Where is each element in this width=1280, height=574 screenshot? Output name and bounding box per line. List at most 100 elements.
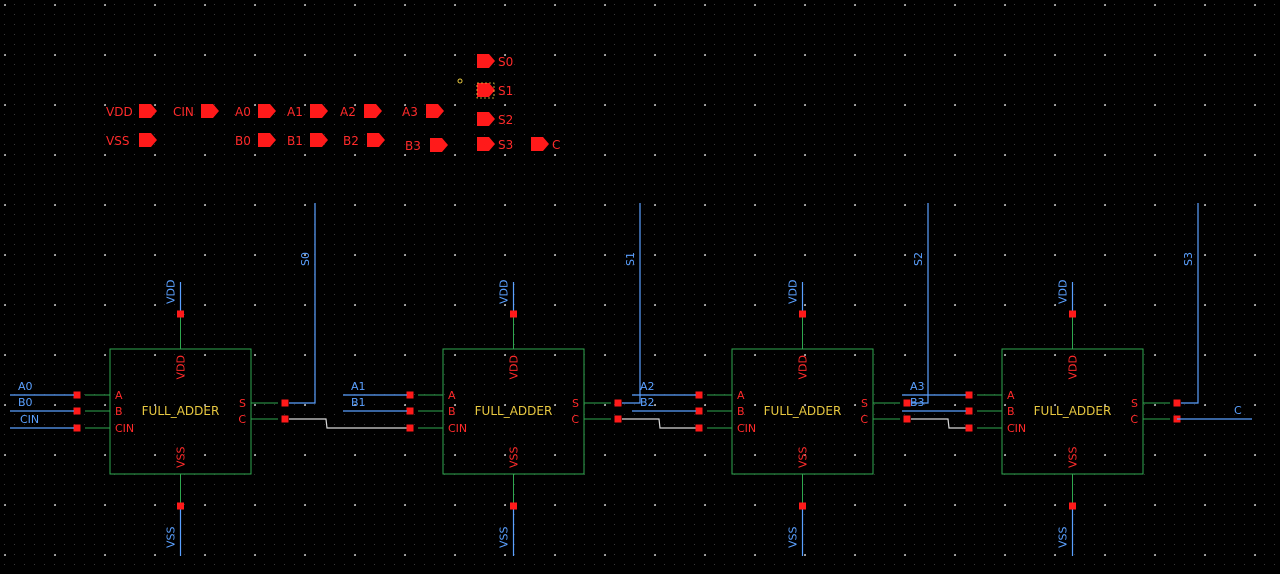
full-adder-2-in-pin-2 [695,424,703,432]
pin-a3-label: A3 [402,105,418,119]
pin-a3[interactable]: A3 [402,104,444,119]
pin-b0-label: B0 [235,134,251,148]
full-adder-0-vdd-pin [177,310,184,318]
full-adder-3-port-s: S [1131,397,1138,410]
pin-a1-label: A1 [287,105,303,119]
pin-b1[interactable]: B1 [287,133,328,148]
full-adder-1-carry-wire[interactable] [622,418,696,429]
pin-s1[interactable]: S1 [476,82,513,99]
full-adder-3-name: FULL_ADDER [1034,404,1112,418]
pin-b0[interactable]: B0 [235,133,276,148]
pin-cin[interactable]: CIN [173,104,219,119]
full-adder-1-s-wire[interactable] [622,203,641,404]
pin-c[interactable]: C [531,137,560,152]
full-adder-2-out-pin-0 [903,399,911,407]
full-adder-3-port-vss: VSS [1067,446,1080,468]
pin-vss-arrow [139,133,157,147]
pin-vdd-arrow [139,104,157,118]
pin-s2-arrow [477,112,495,126]
pin-s3[interactable]: S3 [477,137,513,152]
full-adder-2-port-b: B [737,405,745,418]
full-adder-0-s-label: S0 [299,252,312,266]
pin-vdd[interactable]: VDD [106,104,157,119]
full-adder-2-carry-wire[interactable] [911,418,966,429]
full-adder-3-vdd-net-label: VDD [1057,280,1070,304]
full-adder-0-port-vdd: VDD [175,355,188,379]
pin-palette: VDD VSS CIN A0 B0 A1 B1 A2 [106,54,560,153]
full-adder-2-in-pin-0 [695,391,703,399]
full-adder-2-port-vdd: VDD [797,355,810,379]
pin-s0[interactable]: S0 [477,54,513,69]
full-adder-2-port-s: S [861,397,868,410]
full-adder-2-b-label: B2 [640,396,655,409]
pin-a1[interactable]: A1 [287,104,328,119]
full-adder-1-port-vss: VSS [508,446,521,468]
full-adder-1-vdd-pin [510,310,517,318]
full-adder-1-vdd-net-label: VDD [498,280,511,304]
pin-b2-label: B2 [343,134,359,148]
pin-s2[interactable]: S2 [477,112,513,127]
full-adder-3-s-wire[interactable] [1181,203,1199,404]
full-adder-0-carry-wire[interactable] [289,418,407,429]
full-adder-1-port-s: S [572,397,579,410]
full-adder-0-port-b: B [115,405,123,418]
full-adder-0-in-pin-0 [73,391,81,399]
full-adder-1-port-cin: CIN [448,422,467,435]
full-adder-0-out-pin-0 [281,399,289,407]
full-adder-3-out-pin-0 [1173,399,1181,407]
pin-a2[interactable]: A2 [340,104,382,119]
full-adder-3-vss-net-label: VSS [1057,526,1070,548]
full-adder-chain: FULL_ADDERABCINSCVDDVSSVDDVSSA0B0CINS0FU… [10,203,1199,556]
full-adder-1-port-vdd: VDD [508,355,521,379]
full-adder-0-cin-label: CIN [20,413,39,426]
pin-s1-arrow [477,83,495,97]
full-adder-0-port-a: A [115,389,123,402]
full-adder-3-in-pin-0 [965,391,973,399]
full-adder-1-vss-pin [510,502,517,510]
full-adder-2-s-wire[interactable] [911,203,929,404]
full-adder-1-port-a: A [448,389,456,402]
full-adder-2-vss-pin [799,502,806,510]
full-adder-2-vdd-net-label: VDD [787,280,800,304]
full-adder-1-port-b: B [448,405,456,418]
full-adder-1-b-label: B1 [351,396,366,409]
pin-c-arrow [531,137,549,151]
full-adder-2-port-a: A [737,389,745,402]
full-adder-3-port-a: A [1007,389,1015,402]
full-adder-0-name: FULL_ADDER [142,404,220,418]
full-adder-2-out-pin-1 [903,415,911,423]
pin-a1-arrow [310,104,328,118]
full-adder-0-vss-pin [177,502,184,510]
full-adder-0-vdd-net-label: VDD [165,280,178,304]
full-adder-0-port-vss: VSS [175,446,188,468]
pin-a0[interactable]: A0 [235,104,276,119]
full-adder-3-in-pin-1 [965,407,973,415]
full-adder-0-in-pin-1 [73,407,81,415]
full-adder-3-vss-pin [1069,502,1076,510]
carry-out-net[interactable]: C [1177,404,1252,420]
pin-b2[interactable]: B2 [343,133,385,148]
pin-b3[interactable]: B3 [405,138,448,153]
pin-s3-arrow [477,137,495,151]
pin-b1-arrow [310,133,328,147]
full-adder-3-port-c: C [1130,413,1138,426]
full-adder-1-in-pin-1 [406,407,414,415]
pin-a2-arrow [364,104,382,118]
pin-b3-arrow [430,138,448,152]
full-adder-1-name: FULL_ADDER [475,404,553,418]
pin-a0-label: A0 [235,105,251,119]
carry-out-label: C [1234,404,1242,417]
full-adder-2-name: FULL_ADDER [764,404,842,418]
pin-a2-label: A2 [340,105,356,119]
pin-s3-label: S3 [498,138,513,152]
pin-vss[interactable]: VSS [106,133,157,148]
full-adder-0-s-wire[interactable] [289,203,316,404]
full-adder-0-in-pin-2 [73,424,81,432]
full-adder-2-vdd-pin [799,310,806,318]
full-adder-2-port-c: C [860,413,868,426]
